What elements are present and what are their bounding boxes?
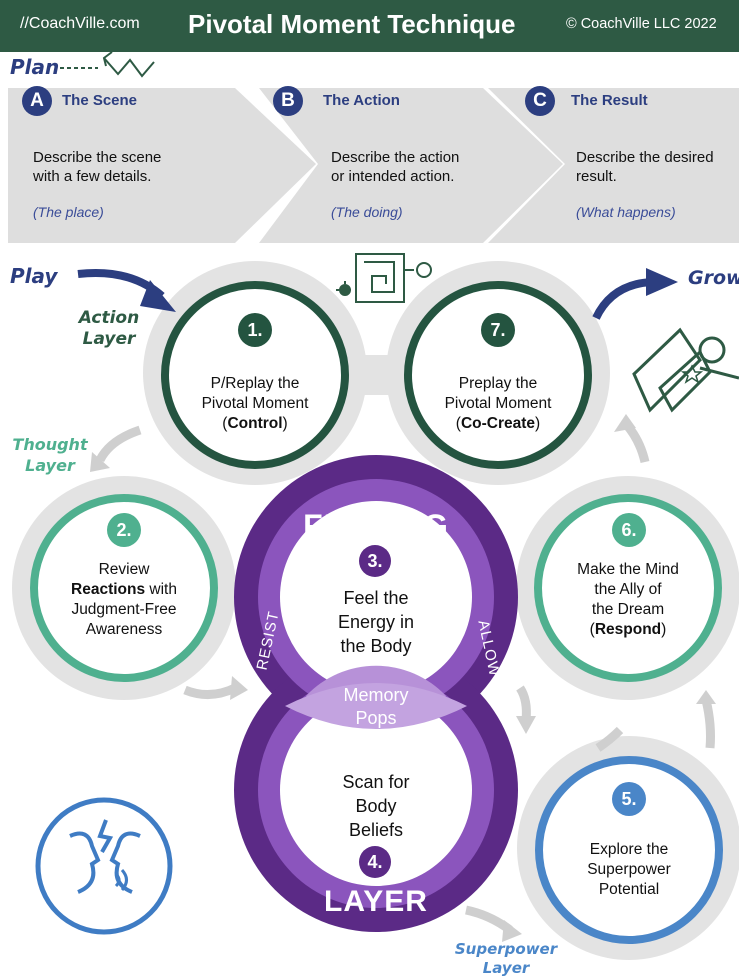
step-2-number: 2. — [107, 513, 141, 547]
play-arrow — [77, 268, 176, 312]
maze-icon — [336, 253, 432, 303]
site-name: //CoachVille.com — [20, 15, 140, 32]
copyright: © CoachVille LLC 2022 — [566, 16, 717, 32]
step-4-text: Scan for Body Beliefs — [306, 770, 446, 842]
superhero-icon — [632, 327, 739, 413]
action-layer-line1: Action — [78, 308, 140, 328]
step-6-line3: the Dream — [591, 601, 665, 618]
step-circles — [30, 281, 723, 944]
step-c-desc-line2: result. — [576, 168, 617, 185]
step-5-line1: Explore the — [589, 841, 669, 858]
step-2-bold: Reactions — [71, 581, 146, 598]
step-4-line2: Body — [355, 796, 397, 816]
step-1-number: 1. — [238, 313, 272, 347]
grow-arrow — [592, 268, 678, 320]
layer-title: LAYER — [324, 885, 428, 918]
step-7-line2: Pivotal Moment — [444, 395, 552, 412]
flow-arrowheads — [90, 414, 716, 942]
step-b-desc-line1: Describe the action — [331, 149, 460, 166]
step-2-line4: Awareness — [85, 621, 163, 638]
thought-layer-line2: Layer — [25, 456, 75, 475]
step-a-desc-line2: with a few details. — [33, 168, 152, 185]
action-layer-line2: Layer — [82, 329, 136, 349]
step-5-text: Explore the Superpower Potential — [549, 840, 709, 900]
step-5-number: 5. — [612, 782, 646, 816]
step-7-bold: Co-Create — [460, 415, 536, 432]
step-a-desc: Describe the scene with a few details. — [33, 148, 161, 186]
step-2-line1: Review — [98, 561, 150, 578]
step-c-title: The Result — [571, 92, 648, 109]
step-4-line1: Scan for — [342, 772, 410, 792]
step-5-line3: Potential — [598, 881, 660, 898]
superpower-layer-label: Superpower Layer — [450, 940, 562, 978]
step-c-desc-line1: Describe the desired — [576, 149, 714, 166]
header-bar — [0, 0, 739, 52]
action-layer-label: Action Layer — [78, 308, 140, 350]
step-4-line3: Beliefs — [348, 820, 404, 840]
step-6-line2: the Ally of — [594, 581, 662, 598]
step-2-line2-rest: with — [145, 581, 177, 598]
thought-layer-label: Thought Layer — [10, 434, 90, 476]
step-c-desc: Describe the desired result. — [576, 148, 714, 186]
step-7-text: Preplay the Pivotal Moment (Co-Create) — [418, 374, 578, 434]
step-1-text: P/Replay the Pivotal Moment (Control) — [175, 374, 335, 434]
faces-dialog-icon — [35, 797, 173, 935]
feeling-title: FEELING — [303, 508, 449, 544]
zigzag-arrow-icon — [60, 51, 155, 78]
page-title: Pivotal Moment Technique — [188, 9, 516, 39]
memory-line1: Memory — [343, 685, 409, 705]
step-b-desc: Describe the action or intended action. — [331, 148, 459, 186]
step-c-badge: C — [525, 86, 555, 116]
step-c-note: (What happens) — [576, 204, 676, 220]
step-7-line1: Preplay the — [458, 375, 538, 392]
plan-label: Plan — [10, 55, 60, 79]
step-b-note: (The doing) — [331, 204, 403, 220]
step-3-line3: the Body — [340, 636, 412, 656]
step-b-badge: B — [273, 86, 303, 116]
grow-label: Grow — [688, 267, 739, 289]
step-a-badge: A — [22, 86, 52, 116]
step-1-line2: Pivotal Moment — [201, 395, 309, 412]
step-5-line2: Superpower — [587, 861, 671, 878]
thought-layer-line1: Thought — [12, 435, 88, 454]
step-6-line1: Make the Mind — [577, 561, 679, 578]
memory-line2: Pops — [355, 708, 397, 728]
superpower-layer-line2: Layer — [482, 959, 530, 977]
step-1-line1: P/Replay the — [210, 375, 300, 392]
step-6-bold: Respond — [594, 621, 662, 638]
step-b-desc-line2: or intended action. — [331, 168, 455, 185]
step-3-line1: Feel the — [343, 588, 409, 608]
step-6-text: Make the Mind the Ally of the Dream (Res… — [548, 560, 708, 640]
step-3-text: Feel the Energy in the Body — [306, 586, 446, 658]
step-a-desc-line1: Describe the scene — [33, 149, 162, 166]
feeling-layer-rings — [234, 455, 518, 932]
step-3-number: 3. — [359, 545, 391, 577]
plan-chevrons — [8, 88, 739, 243]
step-a-note: (The place) — [33, 204, 104, 220]
step-6-number: 6. — [612, 513, 646, 547]
step-b-title: The Action — [323, 92, 400, 109]
step-1-bold: Control — [227, 415, 283, 432]
step-7-number: 7. — [481, 313, 515, 347]
step-2-text: Review Reactions with Judgment-Free Awar… — [44, 560, 204, 640]
superpower-layer-line1: Superpower — [454, 940, 558, 958]
step-2-line3: Judgment-Free — [71, 601, 177, 618]
step-4-number: 4. — [359, 846, 391, 878]
play-label: Play — [10, 264, 58, 288]
memory-pops-text: Memory Pops — [316, 684, 436, 730]
step-3-line2: Energy in — [337, 612, 415, 632]
step-a-title: The Scene — [62, 92, 138, 109]
